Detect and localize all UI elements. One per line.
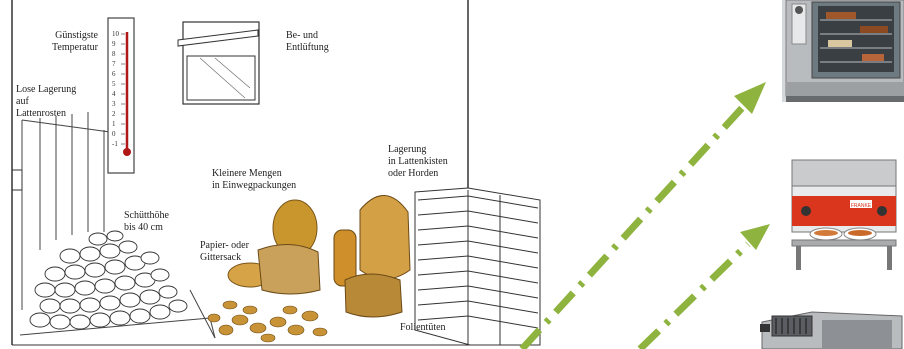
fryer-image <box>752 302 904 349</box>
warmer-brand-text: FRANKE <box>851 203 872 209</box>
arrow-to-oven <box>522 108 742 349</box>
food-warmer-image: FRANKE <box>784 156 904 276</box>
combi-oven-image <box>782 0 904 102</box>
arrow-to-warmer <box>640 244 748 349</box>
arrow-head-warmer <box>740 224 770 250</box>
